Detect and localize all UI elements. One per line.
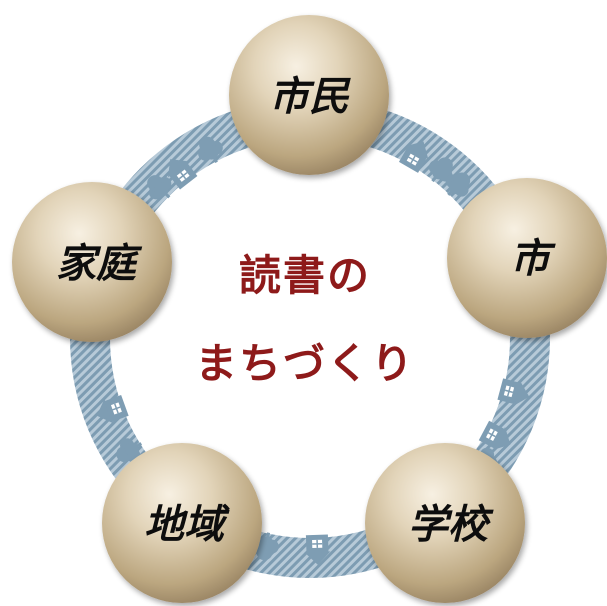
node-label-katei: 家庭 xyxy=(56,240,143,287)
center-title-line1: 読書の xyxy=(239,251,371,300)
node-shimin: 市民 xyxy=(229,15,389,175)
node-label-chiiki: 地域 xyxy=(144,501,230,548)
house-icon xyxy=(304,534,331,565)
node-gakko: 学校 xyxy=(365,443,525,603)
house-icon xyxy=(478,420,511,450)
tree-icon xyxy=(147,175,172,200)
tree-icon xyxy=(198,136,223,163)
node-label-gakko: 学校 xyxy=(408,501,494,548)
tree-icon xyxy=(428,157,453,183)
center-title: 読書の まちづくり xyxy=(195,251,415,388)
node-chiiki: 地域 xyxy=(102,443,262,603)
tree-icon xyxy=(445,172,471,197)
node-label-shi: 市 xyxy=(510,235,556,282)
house-icon xyxy=(96,395,129,424)
node-label-shimin: 市民 xyxy=(269,73,351,120)
house-icon xyxy=(398,141,429,173)
house-icon xyxy=(497,378,530,406)
house-icon xyxy=(168,159,198,190)
center-title-line2: まちづくり xyxy=(195,339,415,388)
node-katei: 家庭 xyxy=(12,182,172,342)
tree-icon xyxy=(116,438,143,463)
node-shi: 市 xyxy=(447,178,607,338)
